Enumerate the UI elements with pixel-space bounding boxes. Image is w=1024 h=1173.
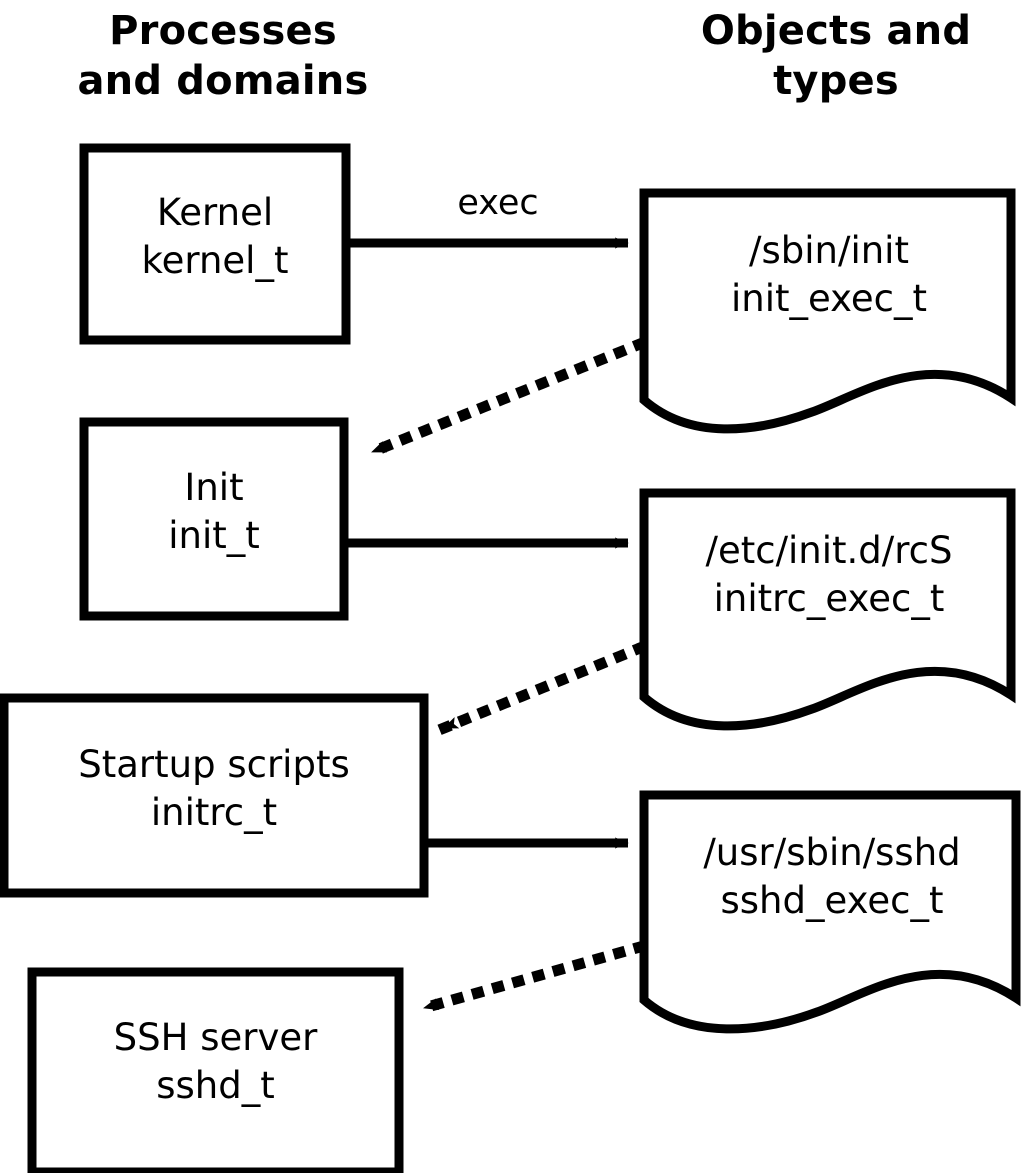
edge-initexec-transition [364,336,648,460]
object-doc-initrc-exec[interactable] [639,488,1016,731]
edge-sshdexec-transition [417,940,647,1015]
process-box-kernel[interactable] [79,143,351,345]
edge-initrcexec-transition [436,640,648,736]
process-box-init[interactable] [79,417,349,621]
process-box-initrc[interactable] [0,693,429,898]
object-doc-sshd-exec[interactable] [639,790,1021,1034]
process-box-sshd[interactable] [27,967,404,1173]
object-doc-init-exec[interactable] [639,188,1016,434]
column-header-processes: Processes and domains [77,8,369,104]
column-header-objects: Objects and types [700,8,972,104]
edge-label-exec: exec [457,183,539,223]
